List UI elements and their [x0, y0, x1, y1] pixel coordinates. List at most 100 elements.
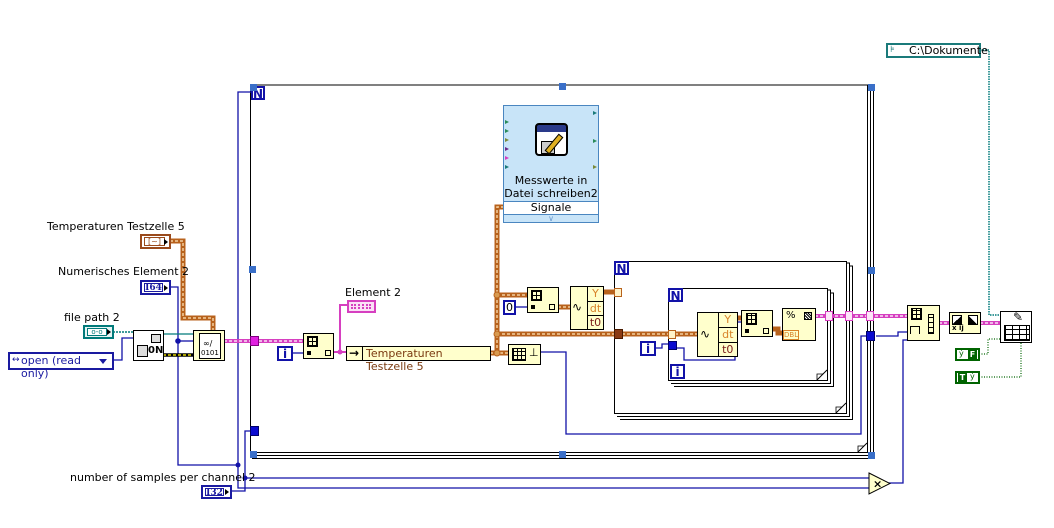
- component-dt[interactable]: dt: [717, 327, 737, 342]
- array-tunnel[interactable]: [668, 330, 676, 339]
- temperature-control[interactable]: [~]: [140, 234, 171, 249]
- selection-handle[interactable]: [559, 451, 566, 458]
- array-grid-icon: [531, 290, 542, 301]
- integer-tunnel[interactable]: [866, 331, 875, 341]
- path-icon: o-o: [87, 328, 107, 336]
- component-t0[interactable]: t0: [717, 342, 737, 357]
- boolean-wires[interactable]: [979, 338, 1022, 378]
- transpose-array-node[interactable]: x ij: [949, 312, 981, 334]
- number-to-fractional-string-node[interactable]: % DBL: [782, 308, 816, 341]
- junction: [242, 475, 248, 481]
- numeric-element-control[interactable]: I64: [140, 280, 171, 295]
- transpose-label: x ij: [952, 324, 964, 332]
- waveform-tunnel[interactable]: [614, 329, 623, 339]
- element2-label: Element 2: [345, 286, 402, 299]
- write-waveform-file-icon: ∞∕ 0101: [199, 333, 221, 359]
- false-constant[interactable]: ẏ F: [955, 348, 980, 361]
- string-pattern-icon: [804, 312, 812, 320]
- write-waveform-to-file-node[interactable]: ∞∕ 0101: [193, 330, 225, 361]
- file-path-label: file path 2: [64, 311, 120, 324]
- index-array-node-2[interactable]: [527, 287, 559, 313]
- false-toggle-icon: ẏ: [959, 349, 964, 358]
- open-mode-enum[interactable]: ↔ open (read only): [8, 352, 114, 380]
- wire-element2: [333, 304, 348, 353]
- output-arrow-icon: [107, 329, 111, 335]
- array-grid-icon: [911, 308, 922, 320]
- selection-handle[interactable]: [559, 83, 566, 90]
- wire-dokumente-path: [980, 49, 1000, 316]
- selection-handle[interactable]: [250, 84, 257, 91]
- path-constant-value: C:\Dokumente: [909, 44, 988, 57]
- unbundle-arrow-icon: →: [349, 346, 360, 360]
- i32-type-badge: I32: [205, 488, 224, 498]
- open-mode-value: open (read only): [21, 354, 82, 380]
- cluster-array-tunnel[interactable]: [825, 311, 833, 321]
- integer-tunnel[interactable]: [668, 341, 677, 350]
- cluster-wires[interactable]: [224, 304, 1000, 355]
- get-waveform-components-node-2[interactable]: ∿ Y dt t0: [697, 312, 738, 357]
- wire-array-size: [540, 335, 868, 435]
- refnum-wires[interactable]: [113, 49, 1000, 335]
- build-array-node[interactable]: [907, 305, 940, 341]
- selection-handle[interactable]: [249, 266, 256, 273]
- false-value: F: [968, 350, 977, 359]
- middle-loop-count-terminal[interactable]: N: [614, 261, 629, 275]
- write-to-spreadsheet-node[interactable]: ✎: [1000, 310, 1032, 343]
- signale-input-row[interactable]: Signale: [504, 201, 598, 215]
- array-size-node[interactable]: ⊥: [508, 344, 541, 365]
- wire-samples: [231, 430, 251, 492]
- spreadsheet-grid-icon: [1004, 325, 1030, 341]
- component-y[interactable]: Y: [587, 287, 603, 301]
- array-column-icon: [928, 314, 934, 334]
- numeric-control-label: Numerisches Element 2: [58, 265, 190, 278]
- component-dt[interactable]: dt: [587, 301, 603, 315]
- subset-input-icon: [910, 326, 920, 334]
- cluster-array-tunnel[interactable]: [845, 311, 853, 321]
- express-vi-write-measurements[interactable]: Messwerte in Datei schreiben2 Signale ∨: [503, 105, 599, 223]
- component-y[interactable]: Y: [717, 313, 738, 327]
- dropdown-arrow-icon[interactable]: [99, 359, 107, 364]
- iteration-terminal[interactable]: i: [640, 341, 656, 356]
- inner-loop-iteration-terminal[interactable]: i: [670, 364, 685, 379]
- component-t0[interactable]: t0: [587, 315, 603, 330]
- samples-per-channel-control[interactable]: I32: [201, 485, 232, 499]
- expand-chevron-icon[interactable]: ∨: [548, 214, 554, 223]
- element-output-icon: [325, 350, 331, 356]
- path-constant[interactable]: ⊧ C:\Dokumente: [886, 43, 988, 58]
- wire-samples-to-multiply-b: [237, 465, 869, 489]
- get-waveform-components-node[interactable]: ∿ Y dt t0: [570, 286, 604, 330]
- waveform-wires[interactable]: [170, 204, 782, 357]
- index-array-node[interactable]: [303, 333, 334, 359]
- selection-handle[interactable]: [868, 452, 875, 459]
- open-create-file-node[interactable]: 0N: [133, 330, 164, 361]
- element-output-icon: [549, 304, 555, 310]
- zero-constant[interactable]: 0: [503, 300, 516, 315]
- selection-handle[interactable]: [868, 84, 875, 91]
- junction: [175, 338, 181, 344]
- outer-loop-iteration-terminal[interactable]: i: [277, 346, 293, 361]
- matrix-icon: [952, 315, 962, 325]
- size-icon: ⊥: [529, 346, 539, 359]
- true-constant[interactable]: T ẏ: [955, 371, 980, 384]
- increment-arrows-icon[interactable]: ↔: [12, 355, 20, 365]
- element2-indicator[interactable]: [347, 300, 376, 313]
- format-icon: %: [786, 310, 796, 321]
- waveform-icon: ∿: [572, 300, 583, 314]
- cluster-tunnel[interactable]: [250, 336, 259, 346]
- cluster-array-tunnel[interactable]: [866, 311, 874, 321]
- array-tunnel[interactable]: [614, 288, 622, 297]
- dbl-input-terminal[interactable]: DBL: [783, 330, 799, 340]
- pencil-icon: ✎: [1013, 310, 1024, 324]
- wire-tunnel-to-build: [876, 331, 911, 337]
- multiply-node[interactable]: ×: [868, 472, 892, 496]
- unbundle-by-name-node[interactable]: → Temperaturen Testzelle 5: [346, 346, 491, 373]
- unbundle-field-name[interactable]: Temperaturen Testzelle 5: [366, 347, 443, 373]
- input-terminals: [505, 120, 509, 170]
- file-path-control[interactable]: o-o: [83, 325, 114, 339]
- temperature-control-label: Temperaturen Testzelle 5: [47, 220, 185, 233]
- inner-loop-count-terminal[interactable]: N: [668, 288, 683, 302]
- selection-handle[interactable]: [868, 267, 875, 274]
- index-array-node-3[interactable]: [741, 310, 773, 337]
- selection-handle[interactable]: [250, 451, 257, 458]
- integer-tunnel[interactable]: [250, 426, 259, 436]
